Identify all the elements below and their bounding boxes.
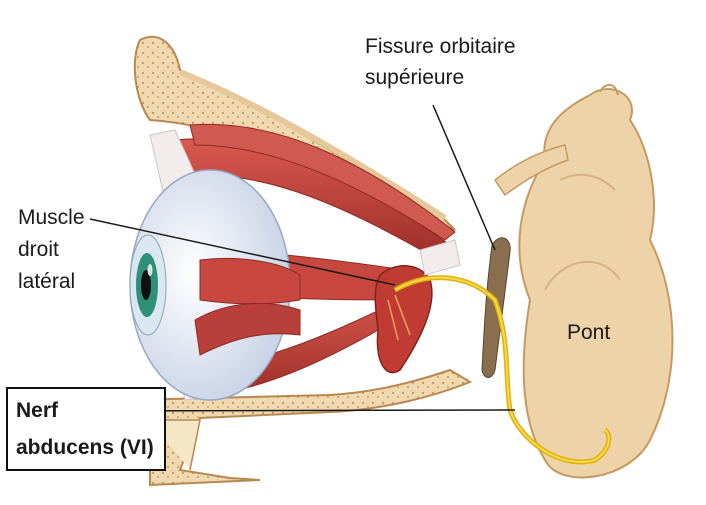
cerebral-peduncle (493, 144, 569, 197)
leader-fissure (432, 104, 496, 251)
label-fissure-line2: supérieure (365, 66, 465, 89)
label-muscle-line2: droit (18, 238, 59, 261)
label-nerf-line1: Nerf (16, 399, 59, 422)
brainstem (518, 88, 674, 479)
label-pont: Pont (567, 321, 611, 344)
pupil (141, 270, 151, 300)
levator-muscle (189, 123, 456, 241)
leader-muscle (89, 218, 396, 286)
label-muscle-line1: Muscle (18, 206, 85, 229)
label-muscle-line3: latéral (18, 270, 76, 293)
label-nerf-line2: abducens (VI) (16, 436, 154, 459)
nerf-label-box (6, 387, 166, 471)
label-fissure-line1: Fissure orbitaire (365, 35, 516, 58)
